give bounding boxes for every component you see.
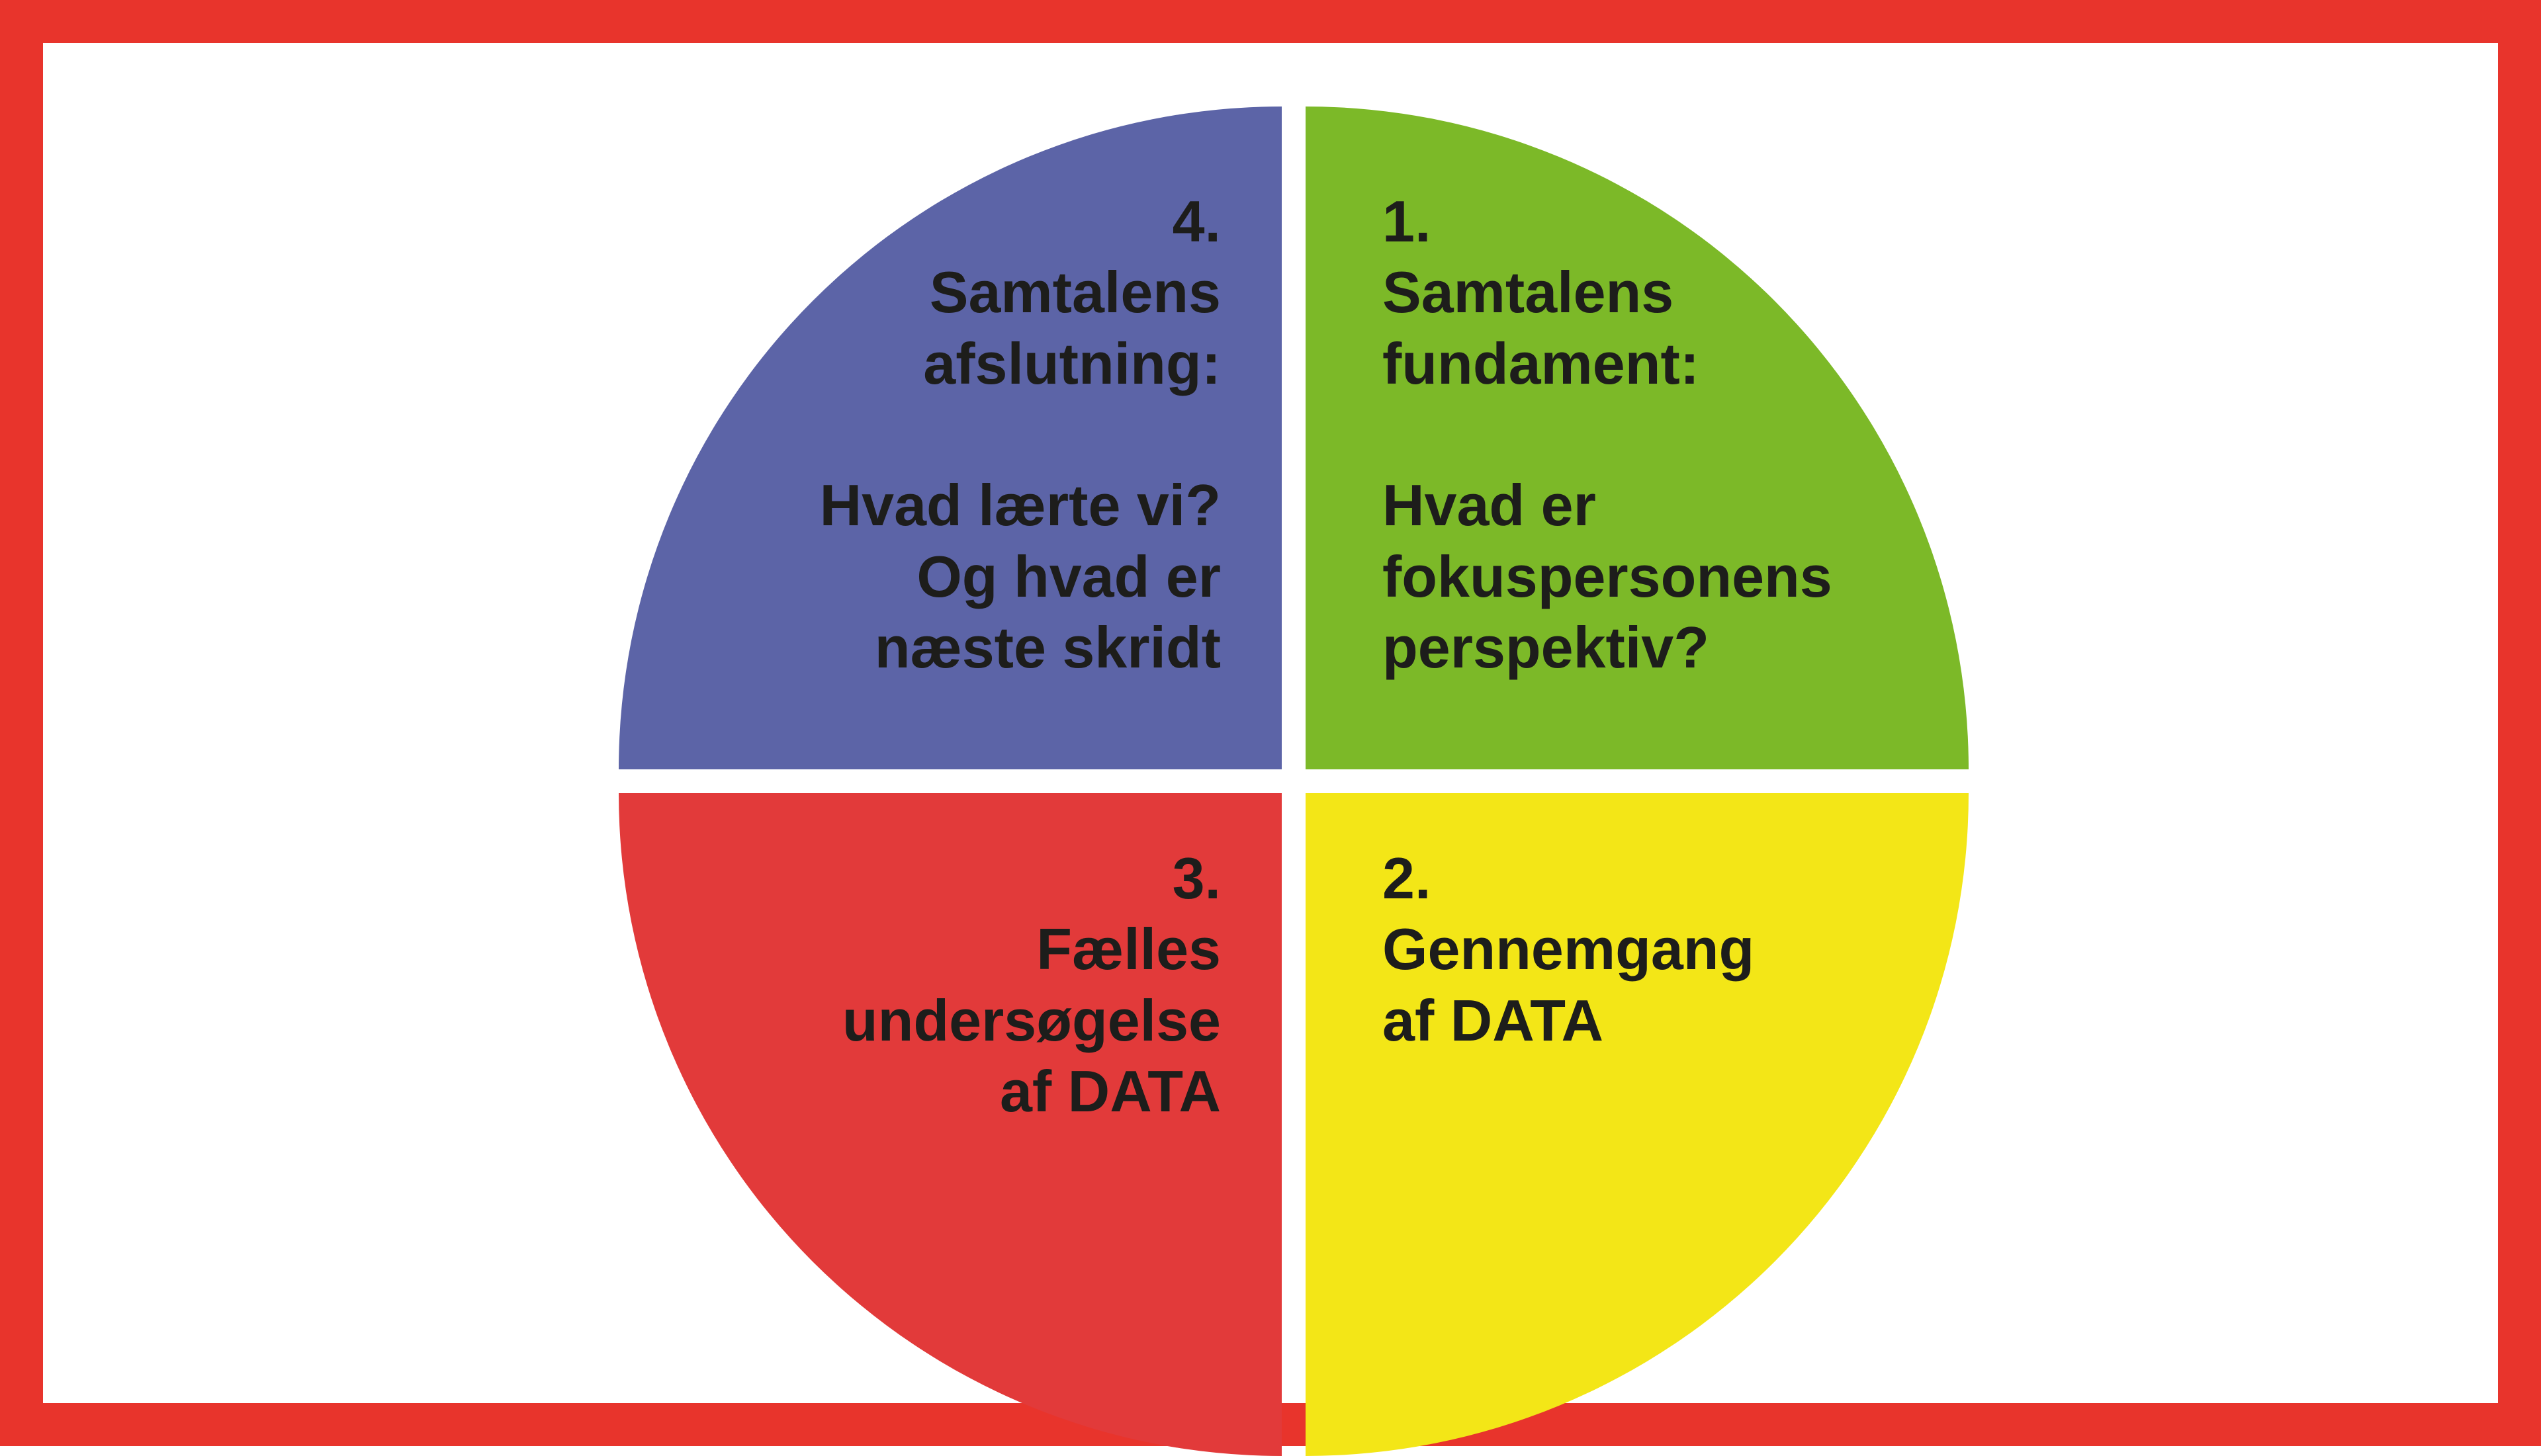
quadrant-4-body-line-1: Hvad lærte vi? xyxy=(819,472,1221,538)
quadrant-4-title-line-2: afslutning: xyxy=(923,330,1221,396)
quadrant-1-samtalens-fundament: 1. Samtalens fundament: Hvad er fokusper… xyxy=(1306,107,1969,769)
quadrant-1-text: 1. Samtalens fundament: Hvad er fokusper… xyxy=(1306,107,1969,683)
quadrant-2-title-line-1: Gennemgang xyxy=(1382,916,1755,982)
quadrant-3-title-line-2: undersøgelse xyxy=(842,987,1221,1053)
quadrant-3-text: 3. Fælles undersøgelse af DATA xyxy=(619,793,1282,1127)
quadrant-4-body-line-2: Og hvad er xyxy=(916,543,1221,609)
quadrant-1-body-line-2: fokuspersonens xyxy=(1382,543,1832,609)
quadrant-4-number: 4. xyxy=(1172,189,1221,254)
quadrant-1-number: 1. xyxy=(1382,189,1431,254)
phase-circle-diagram: 4. Samtalens afslutning: Hvad lærte vi? … xyxy=(619,107,1969,1456)
quadrant-3-title-line-1: Fælles xyxy=(1036,916,1221,982)
quadrant-1-title-line-1: Samtalens xyxy=(1382,259,1674,325)
quadrant-1-body-line-3: perspektiv? xyxy=(1382,615,1709,681)
quadrant-1-title-line-2: fundament: xyxy=(1382,330,1700,396)
quadrant-4-samtalens-afslutning: 4. Samtalens afslutning: Hvad lærte vi? … xyxy=(619,107,1282,769)
quadrant-1-body-line-1: Hvad er xyxy=(1382,472,1596,538)
quadrant-2-number: 2. xyxy=(1382,845,1431,911)
diagram-background: 4. Samtalens afslutning: Hvad lærte vi? … xyxy=(43,43,2498,1456)
quadrant-4-spacer xyxy=(619,399,1221,470)
quadrant-2-title-line-2: af DATA xyxy=(1382,987,1604,1053)
quadrant-4-body-line-3: næste skridt xyxy=(874,615,1221,681)
quadrant-2-gennemgang-af-data: 2. Gennemgang af DATA xyxy=(1306,793,1969,1456)
quadrant-4-text: 4. Samtalens afslutning: Hvad lærte vi? … xyxy=(619,107,1282,683)
quadrant-4-title-line-1: Samtalens xyxy=(929,259,1221,325)
quadrant-3-title-line-3: af DATA xyxy=(999,1058,1221,1125)
quadrant-3-number: 3. xyxy=(1172,845,1221,911)
quadrant-1-spacer xyxy=(1382,399,1969,470)
quadrant-3-faelles-undersoegelse: 3. Fælles undersøgelse af DATA xyxy=(619,793,1282,1456)
quadrant-2-text: 2. Gennemgang af DATA xyxy=(1306,793,1969,1056)
